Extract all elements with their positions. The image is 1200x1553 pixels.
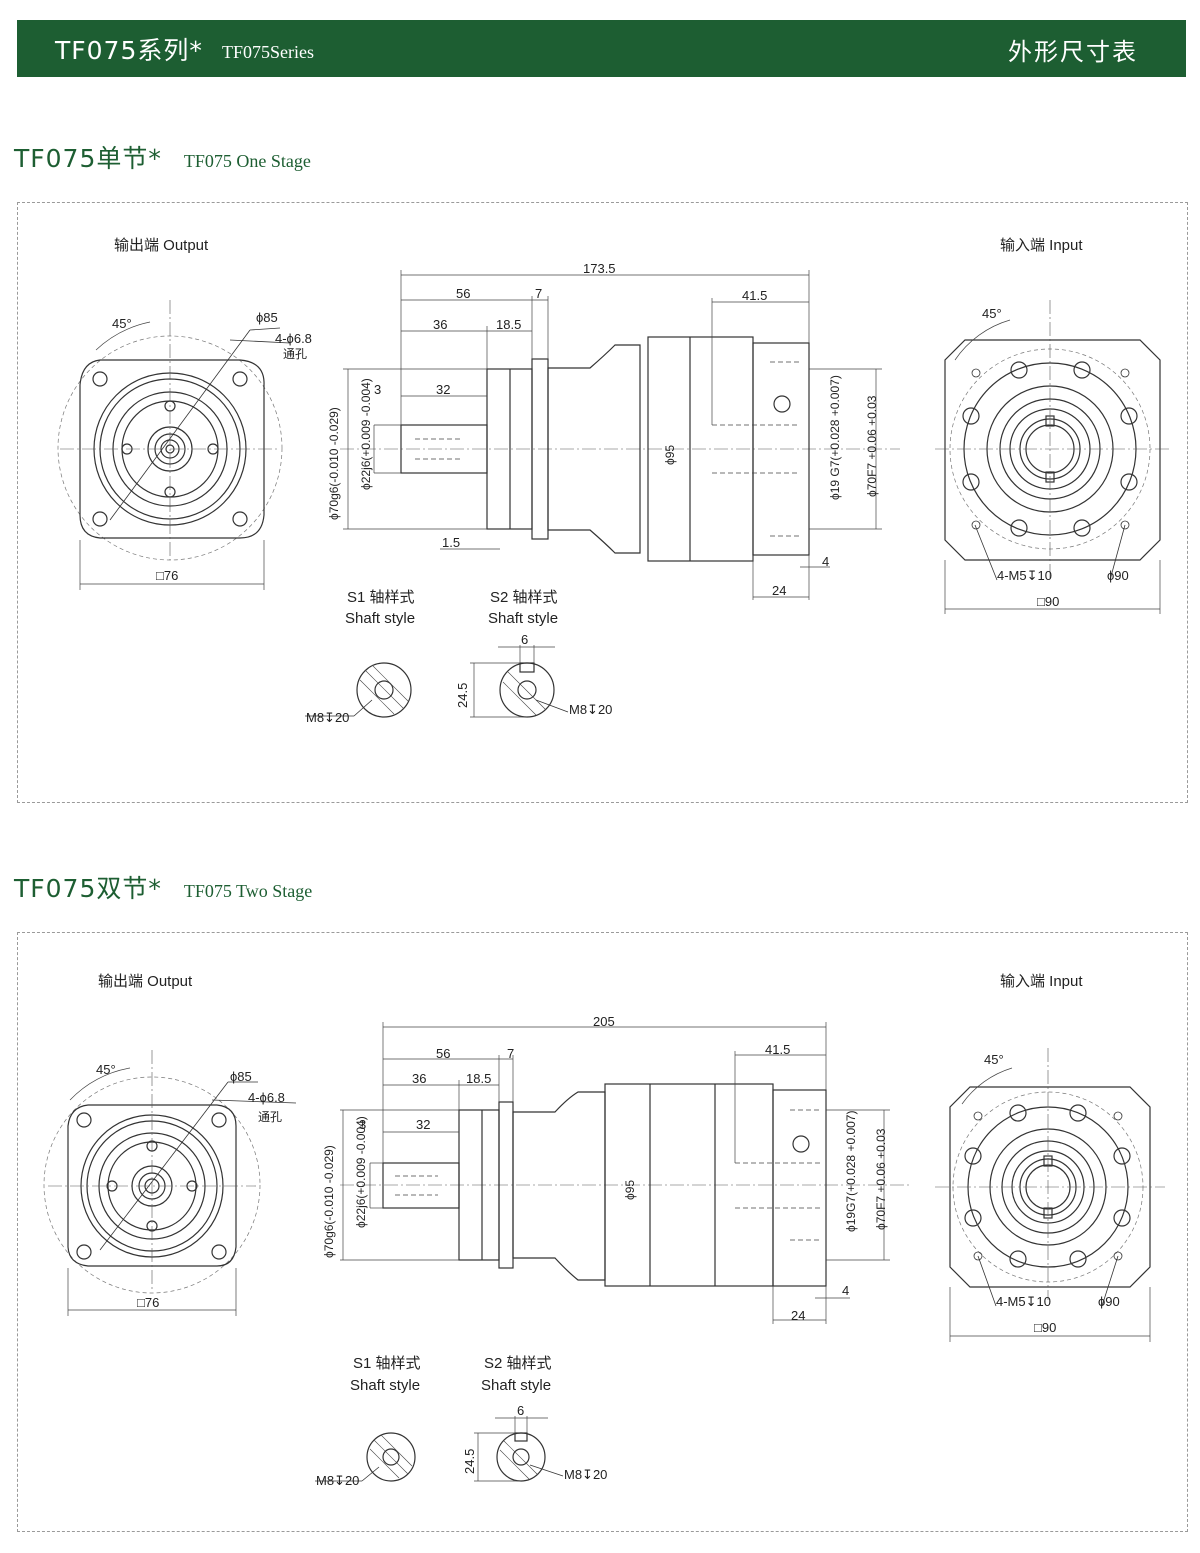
s1-thread: M8↧20 bbox=[316, 1473, 359, 1488]
out-holes-note: 通孔 bbox=[283, 347, 307, 361]
s2-thread: M8↧20 bbox=[569, 702, 612, 717]
dia-19g7: ϕ19 G7(+0.028 +0.007) bbox=[828, 375, 842, 500]
s2-title-cn: S2 轴样式 bbox=[490, 589, 558, 606]
dia-19g7: ϕ19G7(+0.028 +0.007) bbox=[844, 1111, 858, 1232]
len-18-5: 18.5 bbox=[496, 317, 521, 332]
section-title-cn: TF075单节* bbox=[14, 144, 162, 173]
dia-95: ϕ95 bbox=[623, 1180, 637, 1200]
dia-70f7: ϕ70F7 +0.06 +0.03 bbox=[874, 1128, 888, 1230]
s2-height: 24.5 bbox=[462, 1449, 477, 1474]
len-41-5: 41.5 bbox=[742, 288, 767, 303]
len-36: 36 bbox=[433, 317, 447, 332]
len-24: 24 bbox=[791, 1308, 805, 1323]
s2-key: 6 bbox=[521, 632, 528, 647]
input-label: 输入端 Input bbox=[1000, 973, 1083, 990]
out-pcd: ϕ85 bbox=[230, 1069, 252, 1084]
len-36: 36 bbox=[412, 1071, 426, 1086]
output-flange-view: 45° ϕ85 4-ϕ6.8 通孔 □76 bbox=[57, 300, 312, 590]
len-3: 3 bbox=[359, 1117, 366, 1132]
out-angle: 45° bbox=[96, 1062, 116, 1077]
dia-70g6: ϕ70g6(-0.010 -0.029) bbox=[322, 1145, 336, 1258]
s2-key: 6 bbox=[517, 1403, 524, 1418]
out-pcd: ϕ85 bbox=[256, 310, 278, 325]
dia-22j6: ϕ22j6(+0.009 -0.004) bbox=[359, 378, 373, 490]
drawing-frame-one-stage bbox=[17, 202, 1188, 803]
side-view: 173.5 56 7 36 18.5 3 32 1.5 41.5 24 4 ϕ7… bbox=[327, 261, 900, 600]
total-len: 173.5 bbox=[583, 261, 616, 276]
output-label: 输出端 Output bbox=[98, 973, 193, 990]
shaft-style-s1: S1 轴样式 Shaft style M8↧20 bbox=[305, 589, 415, 725]
out-square: □76 bbox=[156, 568, 178, 583]
input-flange-view: 45° 4-M5↧10 ϕ90 □90 bbox=[935, 300, 1170, 614]
s1-title-en: Shaft style bbox=[345, 610, 415, 627]
shaft-style-s2: S2 轴样式 Shaft style 6 24.5 M8↧20 bbox=[462, 1355, 607, 1482]
out-holes: 4-ϕ6.8 bbox=[248, 1090, 285, 1105]
len-1-5: 1.5 bbox=[442, 535, 460, 550]
shaft-style-s2: S2 轴样式 Shaft style 6 24.5 M8↧20 bbox=[455, 589, 612, 718]
output-label: 输出端 Output bbox=[114, 237, 209, 254]
len-24: 24 bbox=[772, 583, 786, 598]
out-holes: 4-ϕ6.8 bbox=[275, 331, 312, 346]
len-7: 7 bbox=[535, 286, 542, 301]
section-title-one-stage: TF075单节* TF075 One Stage bbox=[14, 139, 311, 175]
header-title-en: TF075Series bbox=[222, 42, 314, 62]
dia-95: ϕ95 bbox=[663, 445, 677, 465]
s2-title-en: Shaft style bbox=[481, 1377, 551, 1394]
section-title-en: TF075 One Stage bbox=[183, 151, 311, 171]
len-4: 4 bbox=[842, 1283, 849, 1298]
in-pcd: ϕ90 bbox=[1107, 568, 1129, 583]
in-holes: 4-M5↧10 bbox=[996, 1294, 1051, 1309]
s2-height: 24.5 bbox=[455, 683, 470, 708]
dia-22j6: ϕ22j6(+0.009 -0.004) bbox=[354, 1116, 368, 1228]
input-label: 输入端 Input bbox=[1000, 237, 1083, 254]
section-title-two-stage: TF075双节* TF075 Two Stage bbox=[14, 869, 312, 905]
s2-title-cn: S2 轴样式 bbox=[484, 1355, 552, 1372]
side-view: 205 56 7 36 18.5 3 32 41.5 24 4 ϕ70g6(-0… bbox=[322, 1014, 910, 1324]
input-flange-view: 45° 4-M5↧10 ϕ90 □90 bbox=[935, 1048, 1165, 1342]
s2-title-en: Shaft style bbox=[488, 610, 558, 627]
len-32: 32 bbox=[436, 382, 450, 397]
out-holes-note: 通孔 bbox=[258, 1110, 282, 1124]
len-18-5: 18.5 bbox=[466, 1071, 491, 1086]
s1-thread: M8↧20 bbox=[306, 710, 349, 725]
dia-70g6: ϕ70g6(-0.010 -0.029) bbox=[327, 407, 341, 520]
in-holes: 4-M5↧10 bbox=[997, 568, 1052, 583]
len-4: 4 bbox=[822, 554, 829, 569]
in-angle: 45° bbox=[982, 306, 1002, 321]
header-title-cn: TF075系列* bbox=[55, 36, 203, 65]
section-title-cn: TF075双节* bbox=[14, 874, 162, 903]
drawing-frame-two-stage bbox=[17, 932, 1188, 1532]
in-angle: 45° bbox=[984, 1052, 1004, 1067]
in-square: □90 bbox=[1034, 1320, 1056, 1335]
in-square: □90 bbox=[1037, 594, 1059, 609]
header-bar: TF075系列* TF075Series 外形尺寸表 bbox=[17, 20, 1186, 77]
out-square: □76 bbox=[137, 1295, 159, 1310]
header-right-title: 外形尺寸表 bbox=[1008, 38, 1138, 66]
out-angle: 45° bbox=[112, 316, 132, 331]
dia-70f7: ϕ70F7 +0.06 +0.03 bbox=[865, 395, 879, 497]
shaft-style-s1: S1 轴样式 Shaft style M8↧20 bbox=[315, 1355, 421, 1488]
len-32: 32 bbox=[416, 1117, 430, 1132]
len-7: 7 bbox=[507, 1046, 514, 1061]
len-41-5: 41.5 bbox=[765, 1042, 790, 1057]
in-pcd: ϕ90 bbox=[1098, 1294, 1120, 1309]
len-3: 3 bbox=[374, 382, 381, 397]
len-56: 56 bbox=[436, 1046, 450, 1061]
len-56: 56 bbox=[456, 286, 470, 301]
s2-thread: M8↧20 bbox=[564, 1467, 607, 1482]
total-len: 205 bbox=[593, 1014, 615, 1029]
s1-title-cn: S1 轴样式 bbox=[353, 1355, 421, 1372]
s1-title-cn: S1 轴样式 bbox=[347, 589, 415, 606]
section-title-en: TF075 Two Stage bbox=[183, 881, 313, 901]
s1-title-en: Shaft style bbox=[350, 1377, 420, 1394]
output-flange-view: 45° ϕ85 4-ϕ6.8 通孔 □76 bbox=[43, 1050, 297, 1316]
